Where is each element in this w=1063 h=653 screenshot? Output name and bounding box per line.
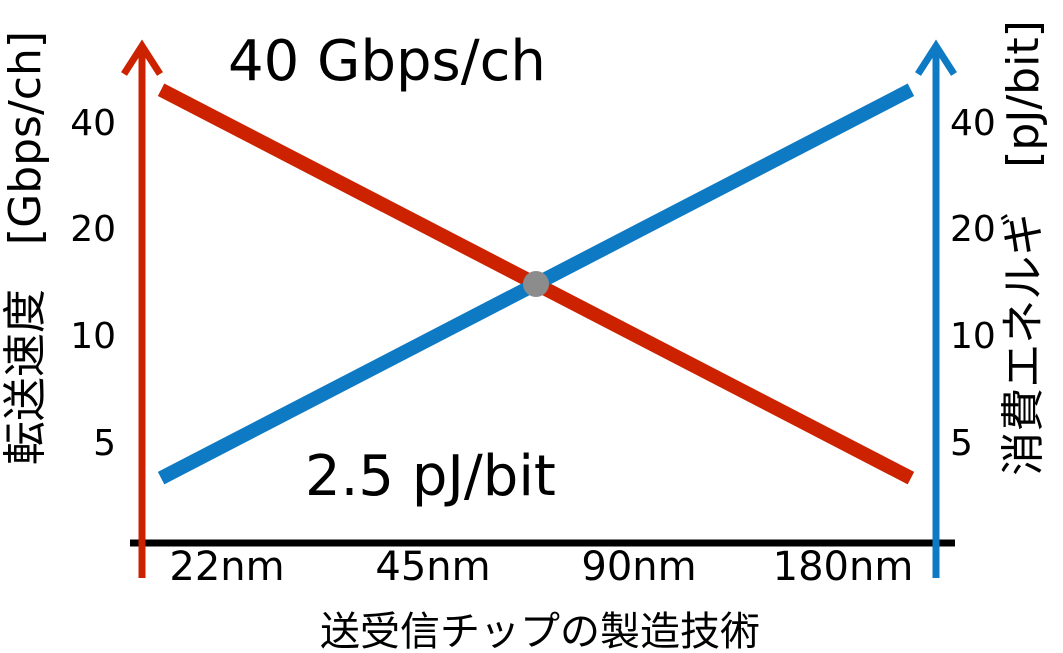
left-axis-arrowhead	[121, 39, 163, 76]
left-y-axis-title: 転送速度 [Gbps/ch]	[0, 31, 51, 465]
left-tick-label: 5	[93, 423, 116, 464]
left-tick-label: 40	[70, 103, 116, 144]
x-axis-title: 送受信チップの製造技術	[320, 609, 760, 653]
right-tick-label: 5	[950, 423, 973, 464]
transfer-rate-annotation: 40 Gbps/ch	[228, 29, 546, 94]
x-tick-label: 180nm	[773, 544, 914, 590]
energy-annotation: 2.5 pJ/bit	[305, 444, 556, 509]
right-tick-label: 20	[950, 209, 996, 250]
right-axis-arrowhead	[915, 39, 957, 76]
right-tick-label: 40	[950, 103, 996, 144]
x-tick-label: 45nm	[375, 544, 490, 590]
right-y-axis-title: 消費エネルギ [pJ/bit]	[998, 20, 1049, 475]
left-tick-label: 20	[70, 209, 116, 250]
x-tick-label: 90nm	[581, 544, 696, 590]
right-tick-label: 10	[950, 316, 996, 357]
intersection-marker	[523, 270, 549, 297]
x-tick-label: 22nm	[169, 544, 284, 590]
left-tick-label: 10	[70, 316, 116, 357]
